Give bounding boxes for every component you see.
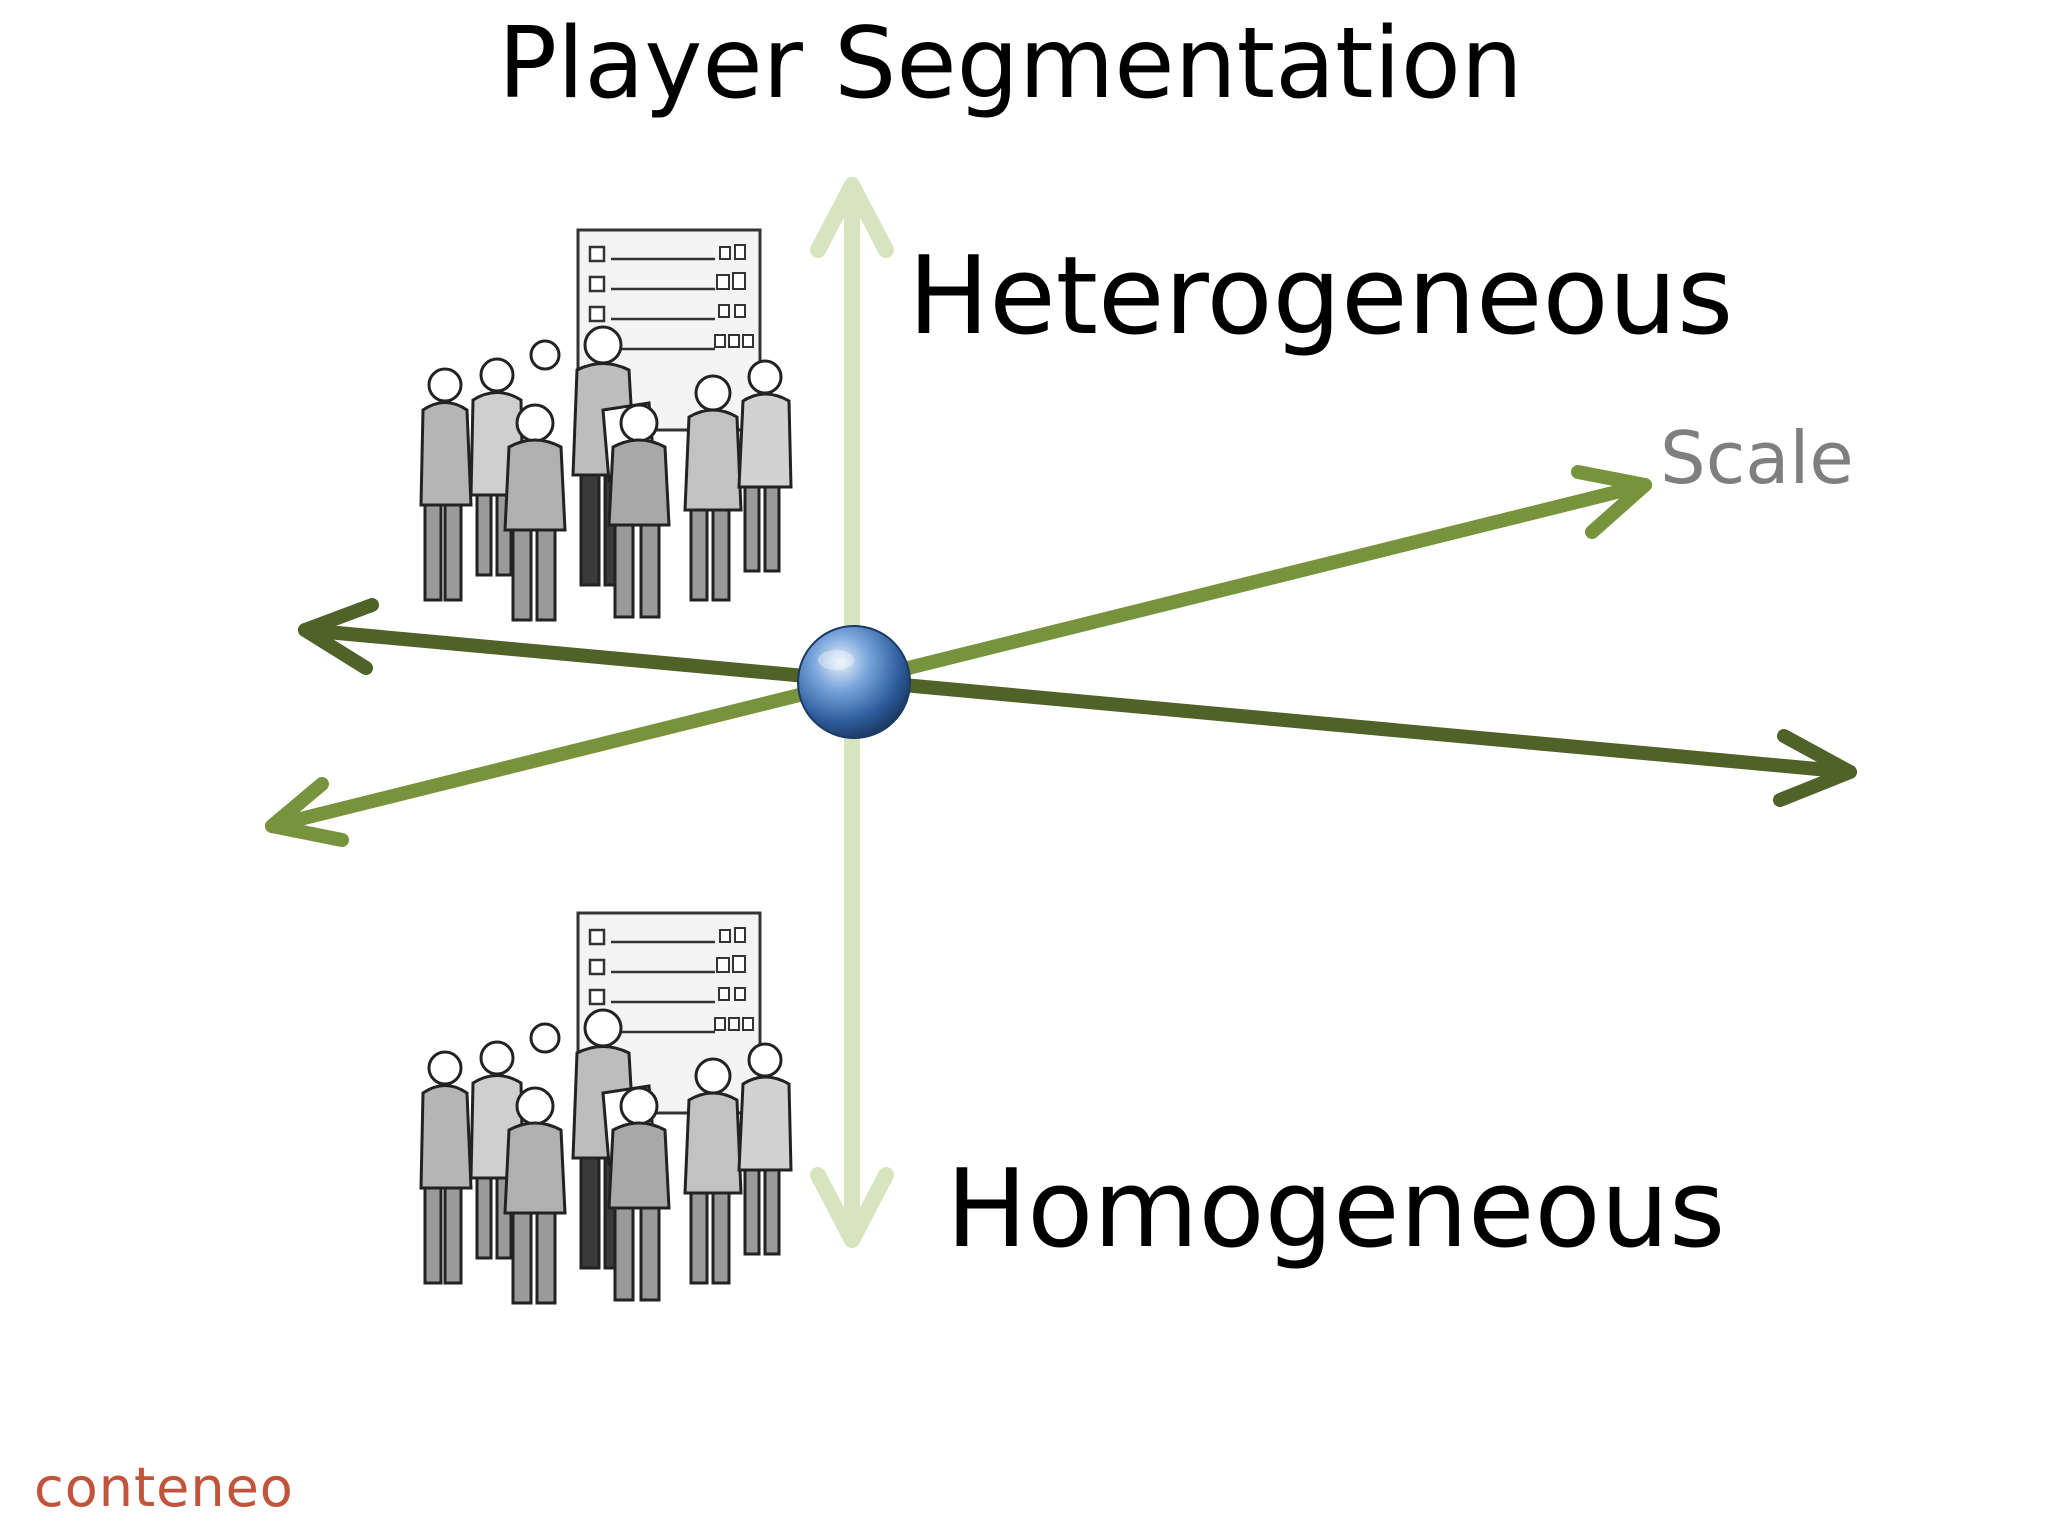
slide-title: Player Segmentation — [498, 7, 1523, 121]
team-meeting-illustration-top — [419, 228, 793, 622]
conteneo-logo: conteneo — [34, 1456, 294, 1519]
homogeneous-label: Homogeneous — [946, 1147, 1726, 1272]
dark-green-axis — [298, 598, 1857, 807]
sphere-icon — [797, 625, 911, 739]
scale-axis — [265, 465, 1652, 847]
heterogeneous-label: Heterogeneous — [908, 234, 1734, 359]
scale-label: Scale — [1660, 416, 1854, 500]
team-meeting-illustration-bottom — [419, 911, 793, 1305]
